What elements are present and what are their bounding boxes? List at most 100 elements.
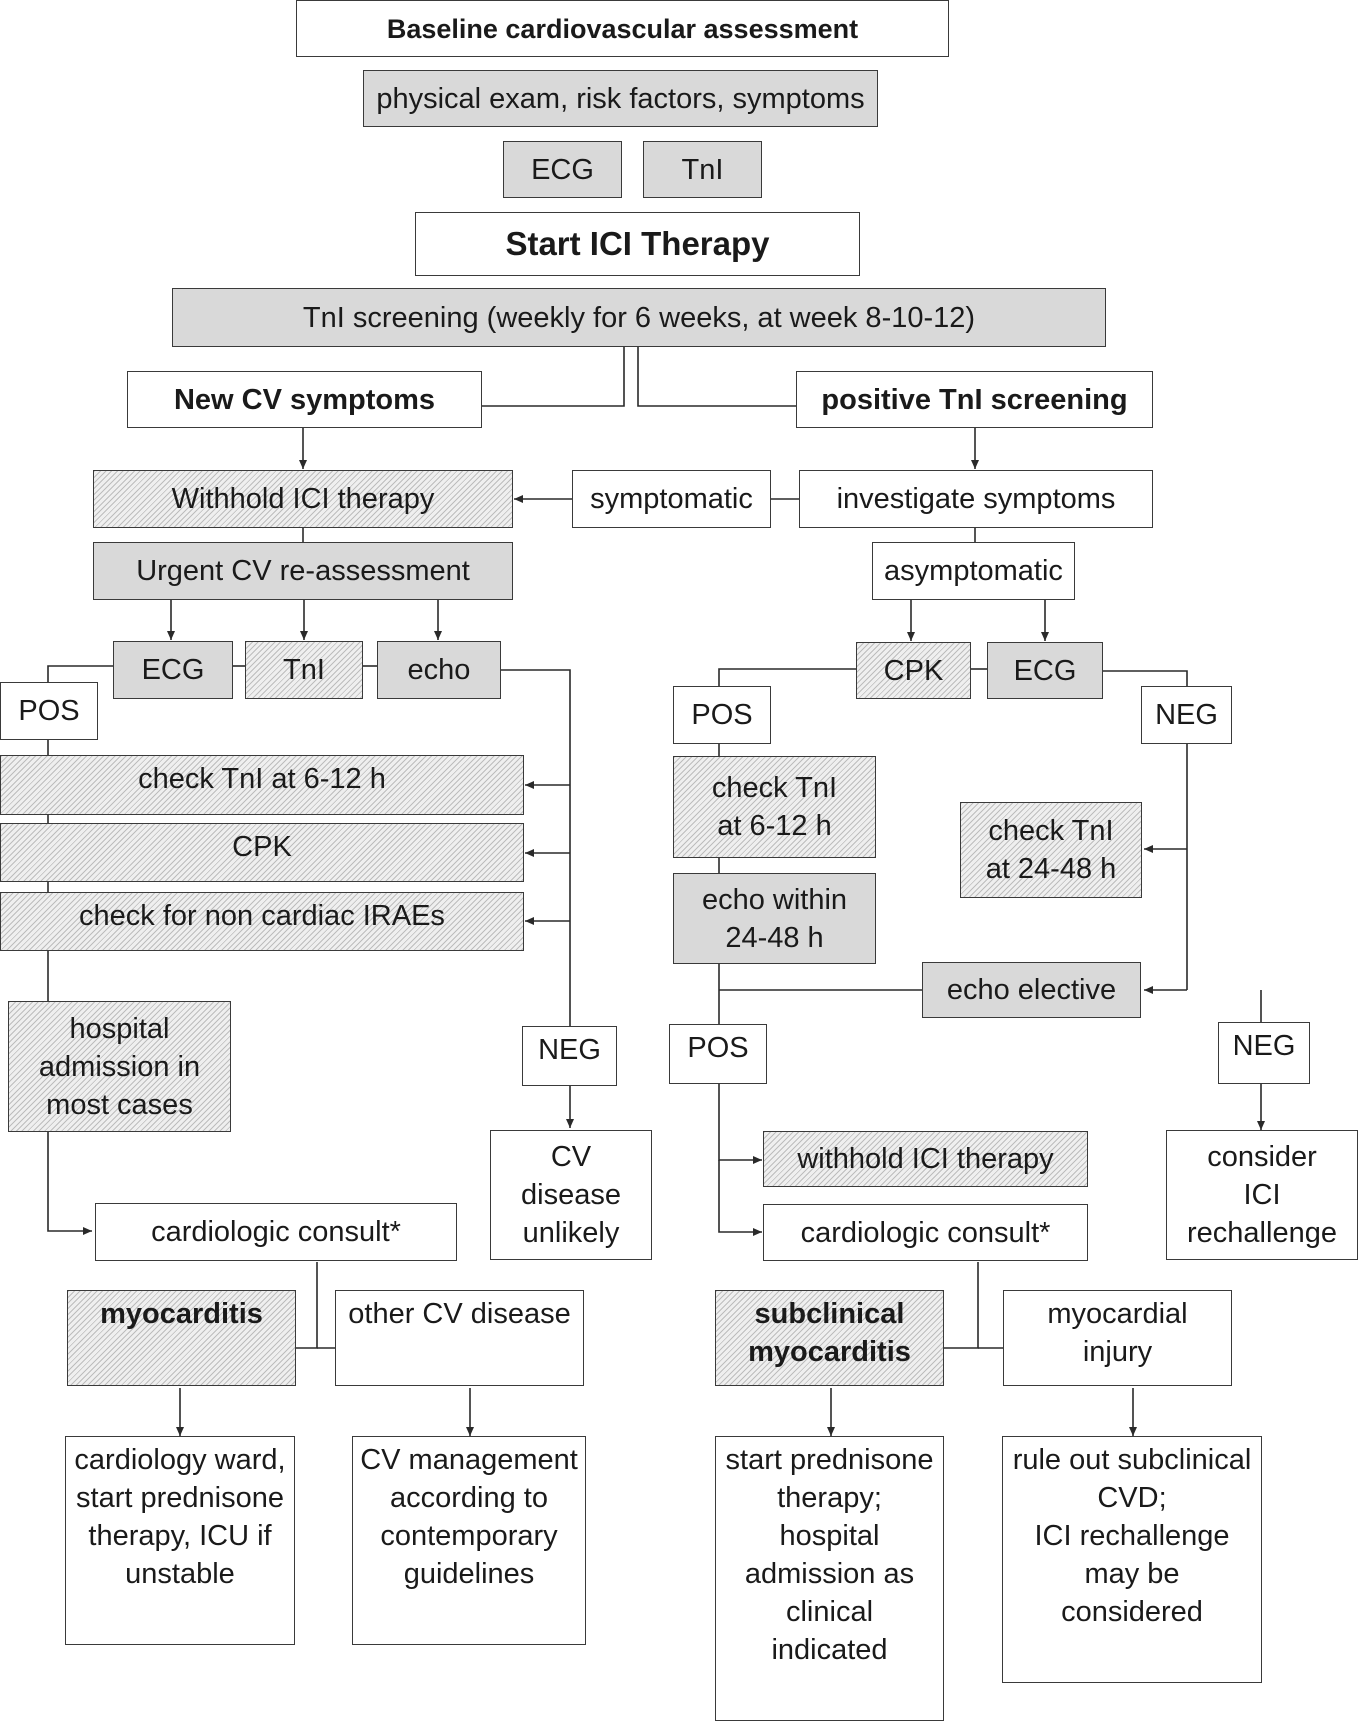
baseline-assessment-box: Baseline cardiovascular assessment bbox=[296, 0, 949, 57]
ecg-left-box: ECG bbox=[113, 641, 233, 699]
cardiologic-consult-right-label: cardiologic consult* bbox=[800, 1216, 1051, 1249]
consider-rechallenge-box: consider ICI rechallenge bbox=[1166, 1130, 1358, 1260]
pos-left-box: POS bbox=[0, 682, 98, 740]
start-prednisone-line-3: hospital bbox=[779, 1520, 880, 1552]
urgent-reassessment-box: Urgent CV re-assessment bbox=[93, 542, 513, 600]
tni-left-label: TnI bbox=[283, 654, 325, 686]
positive-tni-label: positive TnI screening bbox=[821, 383, 1128, 416]
asymptomatic-box: asymptomatic bbox=[872, 542, 1075, 600]
check-tni-24-48-line-2: at 24-48 h bbox=[985, 853, 1117, 885]
check-tni-6-12-right-line-1: check TnI bbox=[711, 772, 838, 804]
hospital-admission-line-2: admission in bbox=[38, 1050, 201, 1083]
tni-left-box: TnI bbox=[245, 641, 363, 699]
check-non-cardiac-label: check for non cardiac IRAEs bbox=[79, 900, 445, 932]
new-cv-symptoms-label: New CV symptoms bbox=[173, 383, 436, 416]
cv-disease-unlikely-line-3: unlikely bbox=[522, 1217, 620, 1249]
cpk-left-box: CPK bbox=[0, 823, 524, 882]
pos-right-top-box: POS bbox=[673, 686, 771, 744]
start-ici-label: Start ICI Therapy bbox=[505, 225, 770, 262]
neg-right-top-box: NEG bbox=[1141, 686, 1232, 744]
ecg-left-label: ECG bbox=[141, 654, 205, 686]
echo-left-label: echo bbox=[407, 654, 471, 686]
ecg-right-label: ECG bbox=[1013, 654, 1077, 687]
cv-disease-unlikely-line-1: CV bbox=[550, 1141, 592, 1173]
neg-right-top-label: NEG bbox=[1155, 699, 1218, 731]
start-prednisone-line-2: therapy; bbox=[777, 1482, 882, 1514]
subclinical-myocarditis-box: subclinical myocarditis bbox=[715, 1290, 944, 1386]
cv-disease-unlikely-box: CV disease unlikely bbox=[490, 1130, 652, 1260]
check-tni-6-12-right-box: check TnI at 6-12 h bbox=[673, 756, 876, 858]
neg-right-bottom-label: NEG bbox=[1232, 1030, 1296, 1062]
consider-rechallenge-line-1: consider bbox=[1207, 1141, 1317, 1173]
cardiology-ward-line-4: unstable bbox=[125, 1558, 235, 1590]
cv-management-line-1: CV management bbox=[360, 1444, 578, 1476]
hospital-admission-box: hospital admission in most cases bbox=[8, 1001, 231, 1132]
check-non-cardiac-box: check for non cardiac IRAEs bbox=[0, 892, 524, 951]
rule-out-line-4: may be bbox=[1084, 1558, 1180, 1590]
echo-left-box: echo bbox=[377, 641, 501, 699]
other-cv-disease-label: other CV disease bbox=[348, 1298, 571, 1330]
check-tni-24-48-box: check TnI at 24-48 h bbox=[960, 802, 1142, 898]
ecg-baseline-label: ECG bbox=[531, 153, 594, 186]
start-prednisone-box: start prednisone therapy; hospital admis… bbox=[715, 1436, 944, 1721]
start-prednisone-line-5: clinical bbox=[785, 1596, 874, 1628]
echo-within-box: echo within 24-48 h bbox=[673, 873, 876, 964]
start-prednisone-line-6: indicated bbox=[771, 1634, 888, 1666]
cv-management-line-2: according to bbox=[390, 1482, 548, 1514]
echo-elective-box: echo elective bbox=[922, 962, 1141, 1018]
pos-right-top-label: POS bbox=[691, 699, 753, 731]
tni-screening-box: TnI screening (weekly for 6 weeks, at we… bbox=[172, 288, 1106, 347]
myocarditis-box: myocarditis bbox=[67, 1290, 296, 1386]
tni-baseline-box: TnI bbox=[643, 141, 762, 198]
cv-management-box: CV management according to contemporary … bbox=[352, 1436, 586, 1645]
cv-management-line-3: contemporary bbox=[380, 1520, 558, 1552]
withhold-ici-left-label: Withhold ICI therapy bbox=[171, 483, 435, 515]
tni-baseline-label: TnI bbox=[681, 153, 724, 186]
pos-left-label: POS bbox=[18, 695, 80, 727]
check-tni-6-12-right-line-2: at 6-12 h bbox=[717, 810, 832, 842]
new-cv-symptoms-box: New CV symptoms bbox=[127, 371, 482, 428]
cpk-left-label: CPK bbox=[232, 831, 292, 863]
cardiology-ward-line-1: cardiology ward, bbox=[74, 1444, 286, 1476]
rule-out-line-1: rule out subclinical bbox=[1012, 1444, 1252, 1476]
baseline-assessment-label: Baseline cardiovascular assessment bbox=[386, 13, 859, 44]
myocardial-injury-line-2: injury bbox=[1082, 1336, 1153, 1368]
other-cv-disease-box: other CV disease bbox=[335, 1290, 584, 1386]
cardiology-ward-line-3: therapy, ICU if bbox=[88, 1520, 272, 1552]
neg-left-label: NEG bbox=[538, 1034, 601, 1066]
asymptomatic-label: asymptomatic bbox=[884, 555, 1063, 587]
ecg-right-box: ECG bbox=[987, 642, 1103, 699]
cv-disease-unlikely-line-2: disease bbox=[521, 1179, 621, 1211]
hospital-admission-line-1: hospital bbox=[69, 1012, 170, 1045]
cardiologic-consult-left-label: cardiologic consult* bbox=[151, 1216, 401, 1248]
echo-within-line-1: echo within bbox=[701, 883, 848, 916]
cardiologic-consult-left-box: cardiologic consult* bbox=[95, 1203, 457, 1261]
rule-out-line-3: ICI rechallenge bbox=[1034, 1520, 1230, 1552]
cv-management-line-4: guidelines bbox=[403, 1558, 535, 1590]
check-tni-6-12-left-box: check TnI at 6-12 h bbox=[0, 755, 524, 815]
tni-screening-label: TnI screening (weekly for 6 weeks, at we… bbox=[302, 301, 976, 334]
investigate-symptoms-label: investigate symptoms bbox=[836, 483, 1116, 515]
symptomatic-label: symptomatic bbox=[590, 483, 753, 515]
cardiology-ward-box: cardiology ward, start prednisone therap… bbox=[65, 1436, 295, 1645]
rule-out-line-2: CVD; bbox=[1097, 1482, 1167, 1514]
myocardial-injury-box: myocardial injury bbox=[1003, 1290, 1232, 1386]
myocarditis-label: myocarditis bbox=[100, 1298, 263, 1330]
start-ici-box: Start ICI Therapy bbox=[415, 212, 860, 276]
withhold-ici-right-label: withhold ICI therapy bbox=[797, 1143, 1054, 1175]
hospital-admission-line-3: most cases bbox=[46, 1088, 193, 1121]
urgent-reassessment-label: Urgent CV re-assessment bbox=[136, 555, 470, 587]
subclinical-myocarditis-line-2: myocarditis bbox=[748, 1336, 911, 1368]
rule-out-line-5: considered bbox=[1061, 1596, 1203, 1628]
consider-rechallenge-line-3: rechallenge bbox=[1187, 1217, 1337, 1249]
physical-exam-label: physical exam, risk factors, symptoms bbox=[376, 82, 865, 115]
check-tni-24-48-line-1: check TnI bbox=[988, 815, 1114, 847]
cpk-right-label: CPK bbox=[883, 654, 944, 687]
echo-within-line-2: 24-48 h bbox=[725, 921, 824, 954]
positive-tni-box: positive TnI screening bbox=[796, 371, 1153, 428]
consider-rechallenge-line-2: ICI bbox=[1243, 1179, 1281, 1211]
neg-right-bottom-box: NEG bbox=[1218, 1022, 1310, 1084]
echo-elective-label: echo elective bbox=[946, 974, 1117, 1006]
